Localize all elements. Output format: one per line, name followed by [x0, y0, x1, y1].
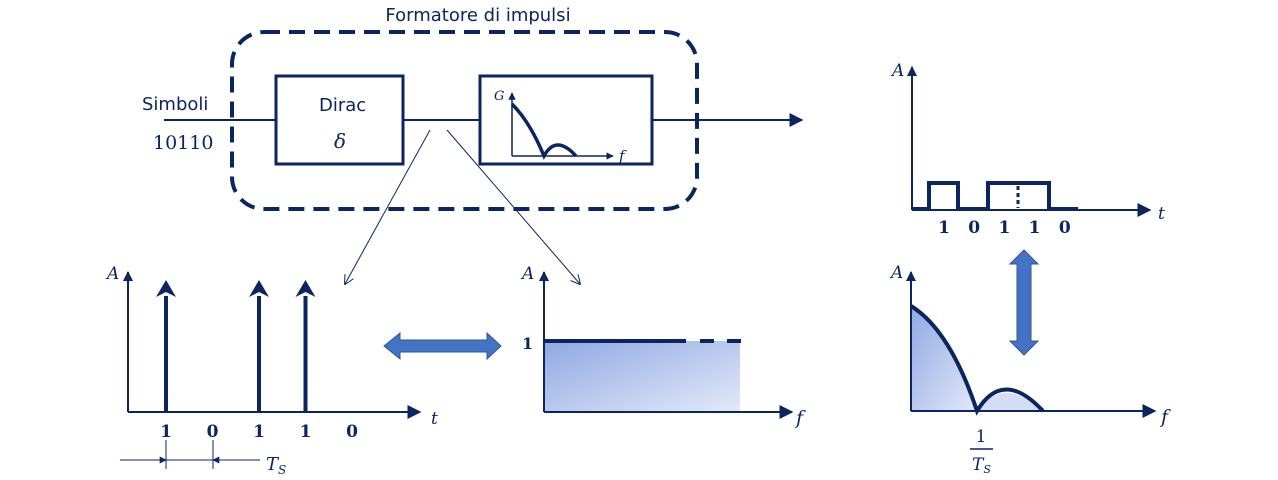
ts-label: TS [266, 454, 286, 477]
filter-response-curve [510, 102, 578, 161]
rect-bit-label: 1 [998, 218, 1010, 238]
equivalence-double-arrow-horizontal [383, 331, 502, 361]
flat-level-label: 1 [522, 334, 533, 353]
dirac-label: Dirac [319, 95, 366, 116]
impulse-bit-label: 0 [346, 422, 358, 442]
dirac-impulse-head [156, 280, 176, 297]
input-label: Simboli [142, 94, 208, 115]
impulse-y-label: A [105, 264, 119, 284]
callout-arrow-spectrum [446, 129, 580, 284]
rect-y-label: A [890, 61, 904, 81]
rect-bit-label: 0 [1059, 218, 1071, 238]
rect-x-label: t [1158, 204, 1165, 224]
dirac-symbol: δ [334, 129, 346, 153]
flat-y-label: A [520, 264, 534, 284]
sinc-y-label: A [889, 263, 903, 283]
rect-bit-label: 1 [1029, 218, 1041, 238]
sinc-tick-numerator: 1 [976, 427, 987, 447]
filter-block [478, 74, 654, 166]
impulse-bit-label: 0 [207, 422, 219, 442]
sinc-x-label: f [1159, 406, 1171, 428]
flat-spectrum-fill [545, 341, 740, 412]
sinc-curve [909, 304, 1045, 416]
impulse-x-label: t [431, 409, 438, 429]
flat-x-label: f [794, 407, 806, 429]
sinc-side-lobe-fill [978, 393, 1043, 411]
impulse-bit-label: 1 [160, 422, 172, 442]
rect-bit-label: 0 [968, 218, 980, 238]
filter-y-label: G [494, 89, 504, 104]
filter-x-label: f [618, 147, 627, 165]
impulse-bit-label: 1 [253, 422, 265, 442]
formatter-title: Formatore di impulsi [385, 5, 570, 26]
impulse-bit-label: 1 [300, 422, 312, 442]
sinc-main-lobe-fill [911, 306, 977, 411]
callout-arrow-impulses [345, 129, 431, 284]
input-bits: 10110 [153, 132, 213, 154]
dirac-impulse-head [295, 280, 316, 297]
equivalence-double-arrow-vertical [1008, 249, 1040, 356]
sinc-tick-denominator: TS [972, 455, 991, 476]
dirac-impulse-head [249, 280, 269, 297]
rect-bit-label: 1 [938, 218, 950, 238]
rect-pulse-train [912, 181, 1078, 211]
